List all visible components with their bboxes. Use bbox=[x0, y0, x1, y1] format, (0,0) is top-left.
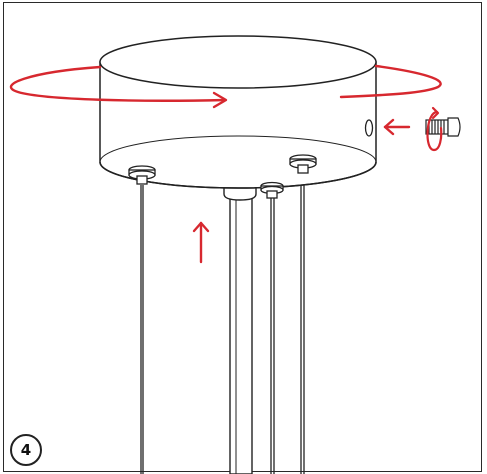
cable-gripper-left bbox=[128, 165, 156, 185]
set-screw-icon bbox=[425, 117, 461, 137]
canopy bbox=[99, 35, 377, 189]
power-rod bbox=[223, 167, 257, 474]
rotate-arrow-icon bbox=[10, 64, 442, 109]
cable-gripper-middle bbox=[260, 181, 284, 199]
screw-rotate-icon bbox=[426, 106, 443, 152]
step-number-badge: 4 bbox=[10, 434, 42, 466]
suspension-cables bbox=[140, 176, 305, 474]
set-screw-hole bbox=[364, 119, 374, 137]
insert-arrow-icon bbox=[383, 118, 411, 136]
cable-gripper-right bbox=[289, 154, 317, 174]
up-arrow-icon bbox=[192, 221, 210, 264]
